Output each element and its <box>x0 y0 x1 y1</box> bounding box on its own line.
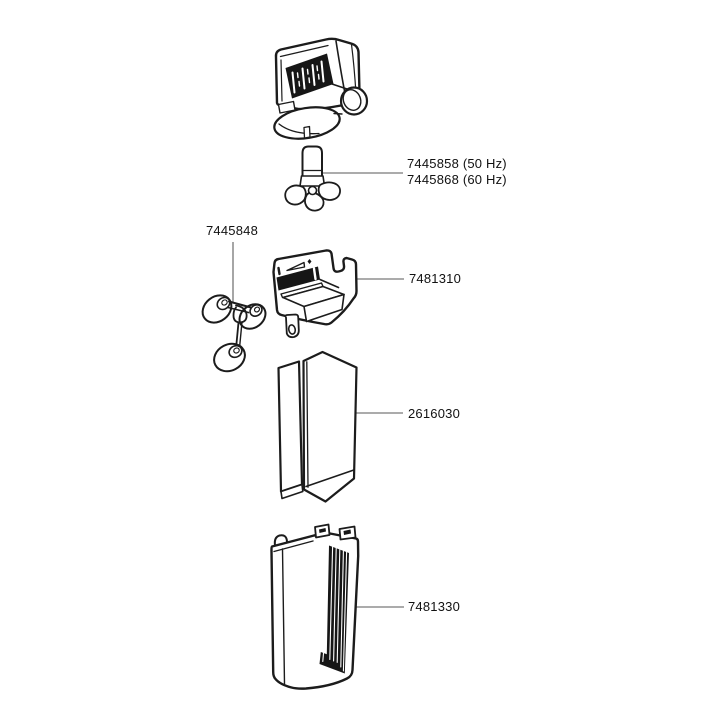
part-label-impeller-50hz: 7445858 (50 Hz) <box>407 156 507 171</box>
filter-cartridge-drawing <box>277 350 358 503</box>
part-label-filter-canister: 7481330 <box>408 599 461 614</box>
mounting-bracket-drawing <box>272 249 358 339</box>
part-label-impeller-group: 7445858 (50 Hz) 7445868 (60 Hz) <box>407 156 507 188</box>
impeller-drawing <box>284 145 341 212</box>
part-label-suction-cups: 7445848 <box>206 223 259 238</box>
part-label-filter-cartridge: 2616030 <box>408 406 461 421</box>
suction-cups-drawing <box>201 294 267 373</box>
part-label-impeller-60hz: 7445868 (60 Hz) <box>407 172 507 187</box>
pump-head-drawing <box>273 37 369 140</box>
filter-canister-drawing <box>270 523 360 690</box>
part-label-mounting-bracket: 7481310 <box>409 271 462 286</box>
leader-lines <box>232 172 404 608</box>
